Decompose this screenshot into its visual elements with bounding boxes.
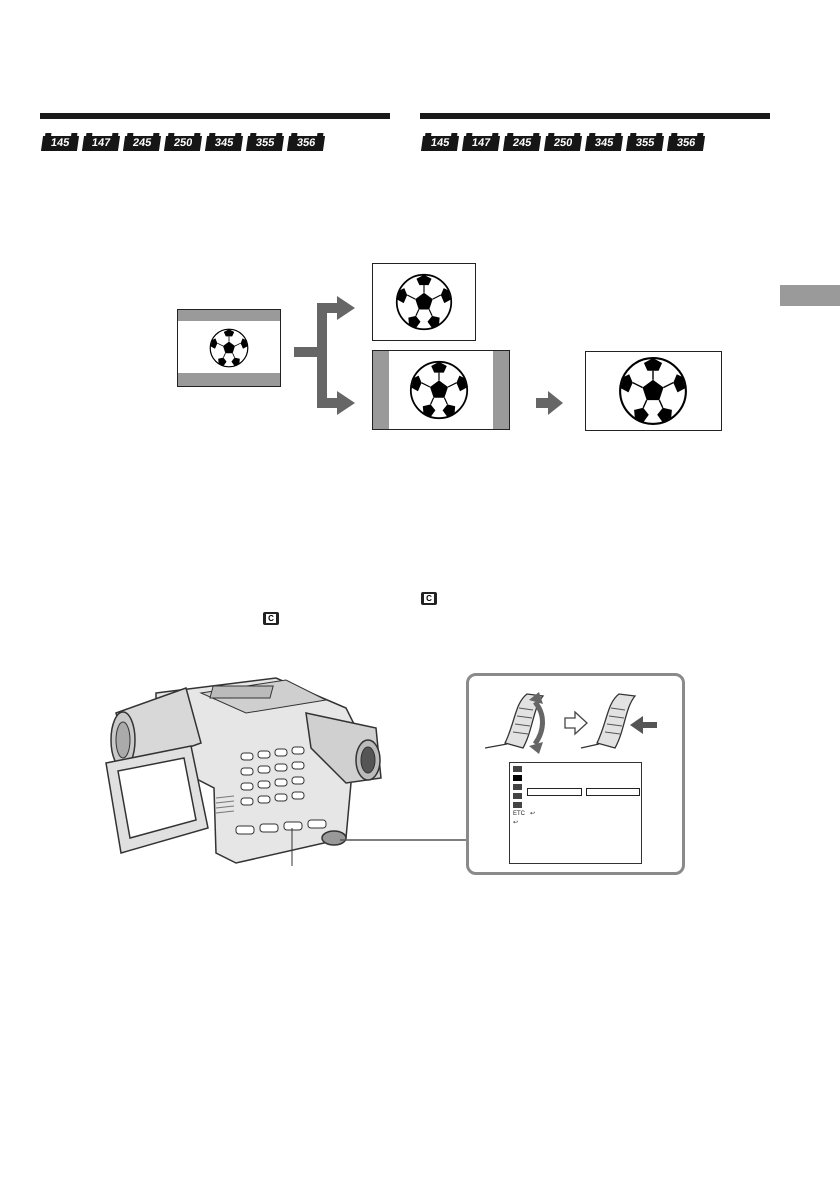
target-16-9-frame [372, 350, 510, 430]
model-badge: 345 [584, 136, 624, 151]
callout-connector [340, 839, 468, 841]
model-badge: 250 [543, 136, 583, 151]
selector-dial-icon [485, 692, 657, 754]
soccer-ball-full-icon [618, 356, 688, 426]
model-badge: 245 [122, 136, 162, 151]
operation-panel: ETC ↩ ↩ [466, 673, 685, 875]
model-badge: 147 [81, 136, 121, 151]
model-badge: 356 [286, 136, 326, 151]
model-badge: 250 [163, 136, 203, 151]
menu-etc-label: ETC [513, 811, 525, 817]
menu-screen: ETC ↩ ↩ [509, 762, 642, 864]
menu-item-box [527, 788, 582, 796]
return-icon: ↩ [513, 820, 519, 826]
section-side-tab [780, 285, 840, 306]
branch-arrow-icon [294, 296, 355, 415]
model-badge: 356 [666, 136, 706, 151]
model-badge: 145 [420, 136, 460, 151]
menu-icon [513, 784, 522, 790]
model-badge: 355 [245, 136, 285, 151]
right-arrow-icon [536, 391, 563, 415]
camera-set-menu-icon [513, 775, 522, 781]
target-4-3-frame [372, 263, 476, 341]
model-badge: 245 [502, 136, 542, 151]
menu-value-box [586, 788, 640, 796]
menu-icon [513, 802, 522, 808]
soccer-ball-pillarbox-icon [373, 351, 509, 429]
model-badge: 345 [204, 136, 244, 151]
soccer-ball-wide-image-icon [178, 310, 280, 386]
model-badge: 145 [40, 136, 80, 151]
menu-icon [513, 766, 522, 772]
return-icon: ↩ [530, 811, 536, 817]
camera-set-menu-icon: C [421, 592, 437, 605]
soccer-ball-squeezed-icon [395, 273, 453, 331]
model-badge: 355 [625, 136, 665, 151]
right-column-rule [420, 113, 770, 119]
camcorder-illustration [105, 677, 382, 866]
model-badge: 147 [461, 136, 501, 151]
menu-icon [513, 793, 522, 799]
source-image-frame [177, 309, 281, 387]
left-column-rule [40, 113, 390, 119]
model-badges-left: 145 147 245 250 345 355 356 [40, 136, 326, 151]
result-image-frame [585, 351, 722, 431]
model-badges-right: 145 147 245 250 345 355 356 [420, 136, 706, 151]
camera-set-menu-icon: C [263, 612, 279, 625]
